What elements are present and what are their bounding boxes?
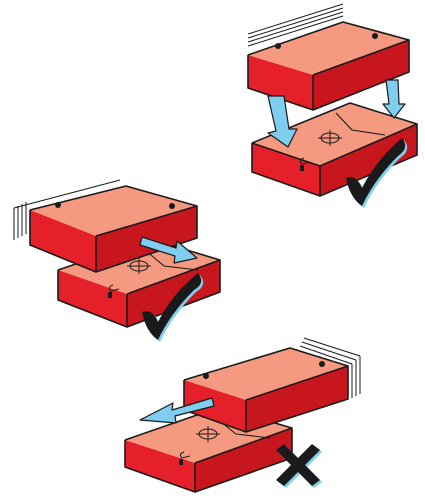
checkmark-icon bbox=[346, 138, 408, 208]
page-lines bbox=[299, 337, 361, 398]
x-mark-icon bbox=[276, 444, 322, 488]
top-block bbox=[183, 337, 361, 433]
panel-slide-left bbox=[124, 337, 361, 493]
arrow-icon bbox=[139, 236, 198, 264]
alignment-target-icon bbox=[196, 426, 220, 442]
base-block bbox=[251, 102, 418, 197]
panel-slide-right bbox=[13, 179, 221, 342]
top-block bbox=[247, 3, 410, 111]
arrow-icon bbox=[382, 79, 406, 119]
arrow-icon bbox=[267, 95, 298, 148]
alignment-target-icon bbox=[318, 130, 342, 146]
page-lines bbox=[13, 179, 121, 240]
arrow-icon bbox=[139, 397, 215, 424]
alignment-target-icon bbox=[127, 258, 151, 274]
checkmark-icon bbox=[142, 273, 204, 342]
panel-vertical bbox=[247, 3, 418, 208]
page-lines bbox=[247, 3, 344, 47]
